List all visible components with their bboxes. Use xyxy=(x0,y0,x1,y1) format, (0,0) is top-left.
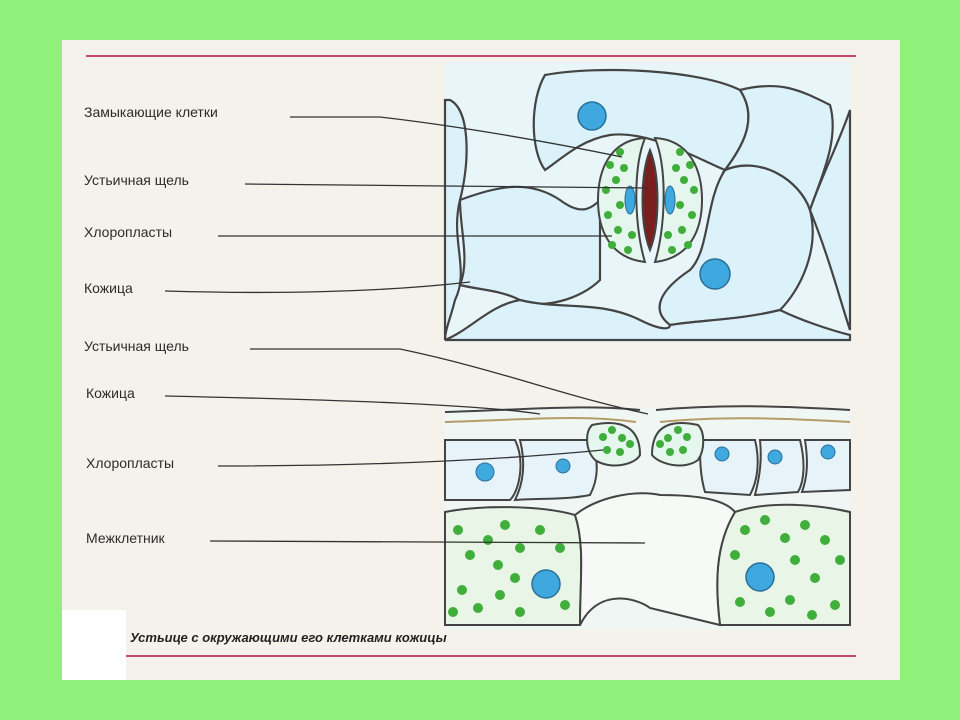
cross-section xyxy=(445,406,850,630)
nucleus xyxy=(556,459,570,473)
nucleus xyxy=(476,463,494,481)
stomatal-slit xyxy=(643,150,658,250)
guard-nucleus xyxy=(665,186,675,214)
surface-view xyxy=(445,62,850,342)
mesophyll xyxy=(445,493,850,625)
mesophyll-cell xyxy=(717,505,850,625)
label-stomatal-slit-top: Устьичная щель xyxy=(84,172,189,188)
nucleus xyxy=(746,563,774,591)
label-stomatal-slit-bottom: Устьичная щель xyxy=(84,338,189,354)
epidermal-cell xyxy=(755,440,804,495)
label-epidermis-bottom: Кожица xyxy=(86,385,135,401)
label-epidermis-top: Кожица xyxy=(84,280,133,296)
epidermal-cell xyxy=(700,440,758,495)
guard-nucleus xyxy=(625,186,635,214)
leader-slit-bottom xyxy=(250,349,648,414)
label-intercellular-space: Межклетник xyxy=(86,530,165,546)
label-chloroplasts-top: Хлоропласты xyxy=(84,224,172,240)
leader-epidermis-top xyxy=(165,282,470,292)
nucleus xyxy=(578,102,606,130)
nucleus xyxy=(700,259,730,289)
label-guard-cells: Замыкающие клетки xyxy=(84,104,218,120)
nucleus xyxy=(821,445,835,459)
epidermal-cell xyxy=(515,440,597,500)
nucleus xyxy=(532,570,560,598)
figure-caption: Устьице с окружающими его клетками кожиц… xyxy=(130,630,447,645)
nucleus xyxy=(768,450,782,464)
nucleus xyxy=(715,447,729,461)
label-chloroplasts-bottom: Хлоропласты xyxy=(86,455,174,471)
